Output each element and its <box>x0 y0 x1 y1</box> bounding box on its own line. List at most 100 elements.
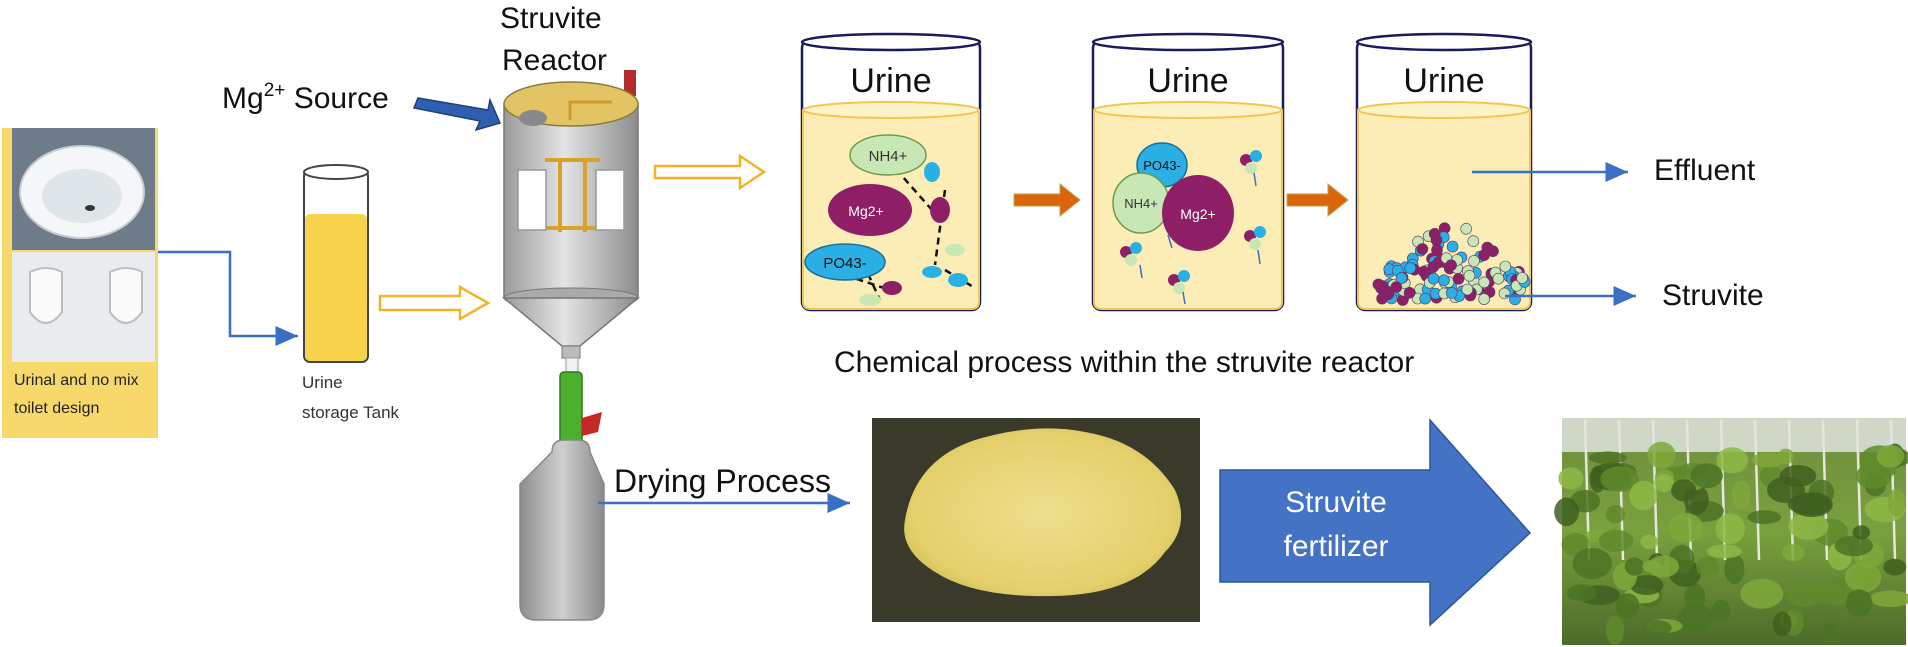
foliage-leaf <box>1678 603 1714 633</box>
foliage-leaf <box>1629 575 1664 595</box>
beaker-1-rim <box>800 32 982 52</box>
toilet-caption-line2: toilet design <box>14 400 99 417</box>
reactor-title-line2: Reactor <box>502 44 607 77</box>
foliage-leaf <box>1887 488 1906 517</box>
foliage-leaf <box>1711 599 1731 622</box>
beaker-2-liquid-surface <box>1093 101 1283 119</box>
tank-caption-line1: Urine <box>302 373 343 392</box>
struvite-output-label: Struvite <box>1662 279 1764 312</box>
foliage-leaf <box>1684 583 1706 612</box>
field-foliage <box>1554 441 1908 645</box>
precipitate-particle <box>1416 243 1429 255</box>
precipitate-particle <box>1461 283 1474 296</box>
precipitate-particle <box>1418 265 1430 278</box>
precipitate-particle <box>1467 235 1480 247</box>
reactor-baffle-right <box>595 169 625 231</box>
foliage-leaf <box>1883 558 1907 576</box>
magnesium-ion-large <box>828 184 912 236</box>
foliage-leaf <box>1572 548 1613 579</box>
foliage-leaf <box>1844 562 1882 593</box>
toilet-bowl-inner <box>42 169 122 223</box>
foliage-leaf <box>1647 441 1676 469</box>
urinal-left-icon <box>29 267 63 324</box>
foliage-leaf <box>1629 480 1658 511</box>
foliage-leaf <box>1747 510 1782 524</box>
fertilizer-label-line1: Struvite <box>1285 486 1387 519</box>
toilet-caption-line1: Urinal and no mix <box>14 372 139 389</box>
foliage-leaf <box>1852 525 1871 540</box>
precipitate-particle <box>1460 223 1472 235</box>
foliage-leaf <box>1855 463 1892 489</box>
precipitate-particle <box>1427 272 1440 285</box>
precipitate-particle <box>1516 272 1528 284</box>
foliage-leaf <box>1696 556 1720 578</box>
precipitate-particle <box>1481 241 1494 254</box>
reactor-motor <box>624 70 636 96</box>
foliage-leaf <box>1654 474 1675 493</box>
settling-arrows <box>1139 172 1261 305</box>
struvite-powder-photo <box>872 418 1200 622</box>
reactor-stirrer-shaft <box>568 100 612 120</box>
foliage-leaf <box>1787 493 1832 515</box>
reactor-inlet <box>519 110 547 126</box>
reactor-baffle-left <box>517 169 547 231</box>
precipitate-particle <box>1445 287 1458 299</box>
collection-bottle <box>519 439 605 621</box>
foliage-leaf <box>1821 622 1841 645</box>
magnesium-ion-label: Mg2+ <box>848 203 883 219</box>
precipitate-particle <box>1395 272 1408 284</box>
urine-storage-tank: Urine storage Tank <box>302 164 400 422</box>
foliage-leaf <box>1785 581 1823 607</box>
foliage-leaf <box>1690 463 1723 489</box>
beaker-2: Urine PO43- NH4+ Mg2+ <box>1091 32 1285 312</box>
beaker-1-liquid-surface <box>802 101 980 119</box>
mg-source-arrow <box>412 97 502 132</box>
foliage-leaf <box>1816 579 1855 606</box>
flow-arrow-toilet-to-tank <box>158 250 298 346</box>
ammonium-ion-label: NH4+ <box>869 148 908 165</box>
outlet-valve-pipe <box>559 371 583 445</box>
foliage-leaf <box>1706 544 1742 559</box>
powder-pile <box>904 428 1182 597</box>
foliage-leaf <box>1624 557 1645 576</box>
foliage-leaf <box>1615 593 1640 620</box>
phosphate-ion-large <box>804 243 886 281</box>
hollow-arrow-reactor-to-process <box>653 153 767 191</box>
beaker-1-label: Urine <box>850 62 931 100</box>
mg-source-label: Mg2+ Source <box>222 80 389 115</box>
foliage-leaf <box>1788 513 1829 540</box>
reaction-arrow-1 <box>1013 182 1081 218</box>
foliage-leaf <box>1640 534 1659 550</box>
field-sky <box>1562 418 1906 452</box>
foliage-leaf <box>1772 611 1792 637</box>
foliage-leaf <box>1782 544 1805 562</box>
beaker-2-rim <box>1091 32 1285 52</box>
foliage-leaf <box>1740 578 1784 609</box>
beaker-3-liquid-surface <box>1357 101 1531 119</box>
precipitate-particle <box>1419 292 1431 305</box>
small-ammonium-1 <box>945 244 965 256</box>
small-ammonium-2 <box>859 294 881 306</box>
precipitate-particle <box>1403 286 1416 299</box>
foliage-leaf <box>1668 513 1704 543</box>
valve-handle-icon <box>582 412 602 436</box>
beaker-1: Urine NH4+ Mg2+ PO43- <box>800 32 982 312</box>
precipitate-particle <box>1468 255 1480 267</box>
foliage-leaf <box>1715 513 1745 545</box>
small-phosphate-1 <box>924 162 940 182</box>
phosphate-ion-label: PO43- <box>823 255 866 272</box>
precipitate-particle <box>1478 293 1490 305</box>
foliage-leaf <box>1779 465 1817 487</box>
foliage-leaf <box>1643 620 1672 636</box>
beaker-3: Urine <box>1355 32 1533 312</box>
reactor-cone <box>501 297 641 347</box>
foliage-leaf <box>1834 535 1874 557</box>
outlet-connector <box>565 357 579 373</box>
foliage-leaf <box>1751 452 1785 468</box>
urinal-right-icon <box>109 267 143 324</box>
beaker-3-rim <box>1355 32 1533 52</box>
tank-liquid <box>305 214 367 361</box>
precipitate-particle <box>1428 228 1441 240</box>
beaker-2-label: Urine <box>1147 62 1228 100</box>
phosphate-ion-bound-label: PO43- <box>1143 158 1181 173</box>
